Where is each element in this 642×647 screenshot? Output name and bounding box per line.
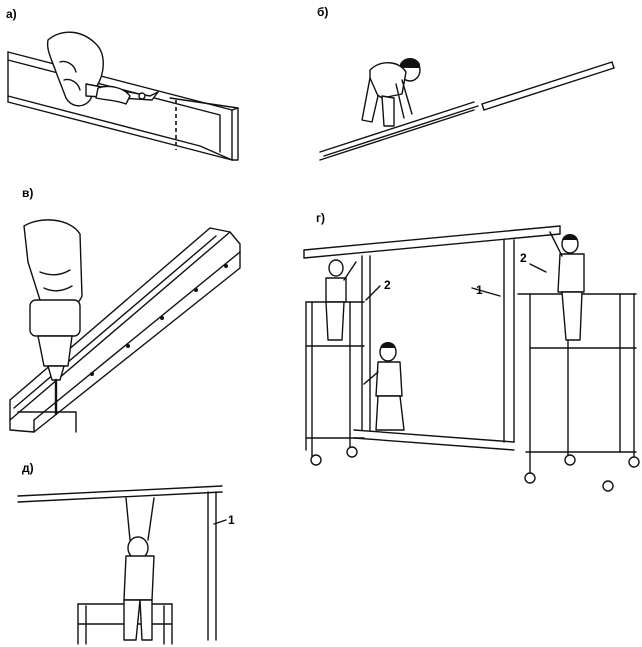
panel-b-label: б) (317, 5, 328, 19)
panel-a-cutting-profile: а) (6, 7, 239, 161)
left-scaffold-g (305, 301, 365, 466)
callout-2-right: 2 (520, 251, 527, 265)
worker-standing-g (363, 342, 405, 431)
frame-studs-g (353, 239, 515, 451)
hand-with-drill (23, 219, 83, 416)
ceiling-rail-d (17, 485, 223, 503)
worker-on-left-scaffold (325, 259, 357, 341)
panel-d-label: д) (22, 461, 34, 475)
panel-v-drilling-profile: в) (9, 186, 241, 433)
panel-a-label: а) (6, 7, 17, 21)
hand-with-snips (46, 31, 159, 107)
top-beam-g (303, 225, 561, 259)
worker-on-right-scaffold (549, 231, 585, 341)
vertical-profile-d (207, 491, 217, 641)
panel-d-installing-rail: д) 1 (17, 461, 235, 645)
panel-g-assembling-frame: г) (303, 211, 640, 492)
panel-v-label: в) (22, 186, 33, 200)
panel-g-label: г) (316, 211, 325, 225)
callout-1-frame: 1 (476, 283, 483, 297)
floor-profile-b (319, 61, 615, 161)
channel-profile-a (7, 51, 239, 161)
callouts-d: 1 (213, 513, 235, 527)
channel-profile-v (9, 227, 241, 433)
worker-reaching-up-d (123, 497, 155, 641)
worker-bending-b (361, 58, 421, 127)
callout-2-left: 2 (384, 278, 391, 292)
callout-1-profile: 1 (228, 513, 235, 527)
panel-b-laying-profile: б) (317, 5, 615, 161)
callouts-g: 1 2 2 (365, 251, 547, 301)
